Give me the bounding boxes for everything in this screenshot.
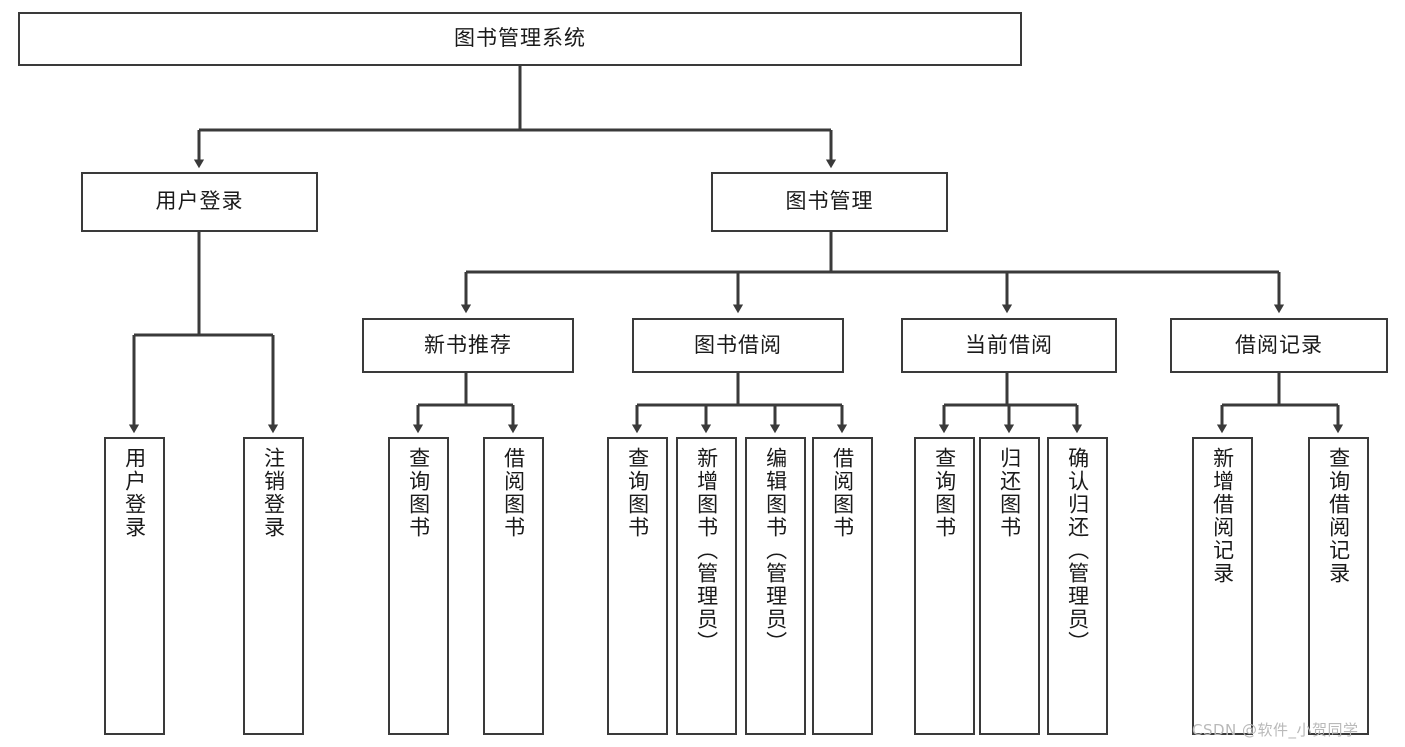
- node-leaf-query-book-1[interactable]: 查询图书: [388, 437, 449, 735]
- node-root[interactable]: 图书管理系统: [18, 12, 1022, 66]
- node-leaf-edit-book-admin[interactable]: 编辑图书（管理员）: [745, 437, 806, 735]
- node-leaf-edit-book-admin-label: 编辑图书（管理员）: [763, 447, 788, 654]
- node-leaf-borrow-book-2[interactable]: 借阅图书: [812, 437, 873, 735]
- node-leaf-confirm-return-label: 确认归还（管理员）: [1065, 447, 1090, 654]
- node-leaf-user-login[interactable]: 用户登录: [104, 437, 165, 735]
- node-leaf-return-book[interactable]: 归还图书: [979, 437, 1040, 735]
- node-current-borrow-label: 当前借阅: [965, 332, 1053, 357]
- node-user-login[interactable]: 用户登录: [81, 172, 318, 232]
- node-book-manage[interactable]: 图书管理: [711, 172, 948, 232]
- node-leaf-add-borrow-record[interactable]: 新增借阅记录: [1192, 437, 1253, 735]
- node-new-book-recommend-label: 新书推荐: [424, 332, 512, 357]
- node-leaf-add-borrow-record-label: 新增借阅记录: [1210, 447, 1235, 585]
- node-leaf-query-book-3[interactable]: 查询图书: [914, 437, 975, 735]
- node-leaf-add-book-admin[interactable]: 新增图书（管理员）: [676, 437, 737, 735]
- node-leaf-query-book-1-label: 查询图书: [406, 447, 431, 539]
- node-borrow-record-label: 借阅记录: [1235, 332, 1323, 357]
- node-book-manage-label: 图书管理: [785, 189, 874, 214]
- node-leaf-return-book-label: 归还图书: [997, 447, 1022, 539]
- node-leaf-user-login-label: 用户登录: [122, 447, 147, 539]
- node-leaf-logout-login[interactable]: 注销登录: [243, 437, 304, 735]
- node-leaf-query-book-3-label: 查询图书: [932, 447, 957, 539]
- node-leaf-logout-login-label: 注销登录: [261, 447, 286, 539]
- node-leaf-query-borrow-record-label: 查询借阅记录: [1326, 447, 1351, 585]
- node-book-borrow[interactable]: 图书借阅: [632, 318, 844, 373]
- node-leaf-query-book-2-label: 查询图书: [625, 447, 650, 539]
- node-leaf-query-book-2[interactable]: 查询图书: [607, 437, 668, 735]
- node-leaf-query-borrow-record[interactable]: 查询借阅记录: [1308, 437, 1369, 735]
- node-new-book-recommend[interactable]: 新书推荐: [362, 318, 574, 373]
- node-borrow-record[interactable]: 借阅记录: [1170, 318, 1388, 373]
- node-leaf-confirm-return[interactable]: 确认归还（管理员）: [1047, 437, 1108, 735]
- node-current-borrow[interactable]: 当前借阅: [901, 318, 1117, 373]
- node-leaf-borrow-book-1-label: 借阅图书: [501, 447, 526, 539]
- node-leaf-borrow-book-1[interactable]: 借阅图书: [483, 437, 544, 735]
- csdn-watermark: CSDN @软件_小贺同学: [1192, 721, 1359, 739]
- node-book-borrow-label: 图书借阅: [694, 332, 782, 357]
- node-root-label: 图书管理系统: [454, 26, 586, 51]
- node-leaf-add-book-admin-label: 新增图书（管理员）: [694, 447, 719, 654]
- node-leaf-borrow-book-2-label: 借阅图书: [830, 447, 855, 539]
- node-user-login-label: 用户登录: [155, 189, 244, 214]
